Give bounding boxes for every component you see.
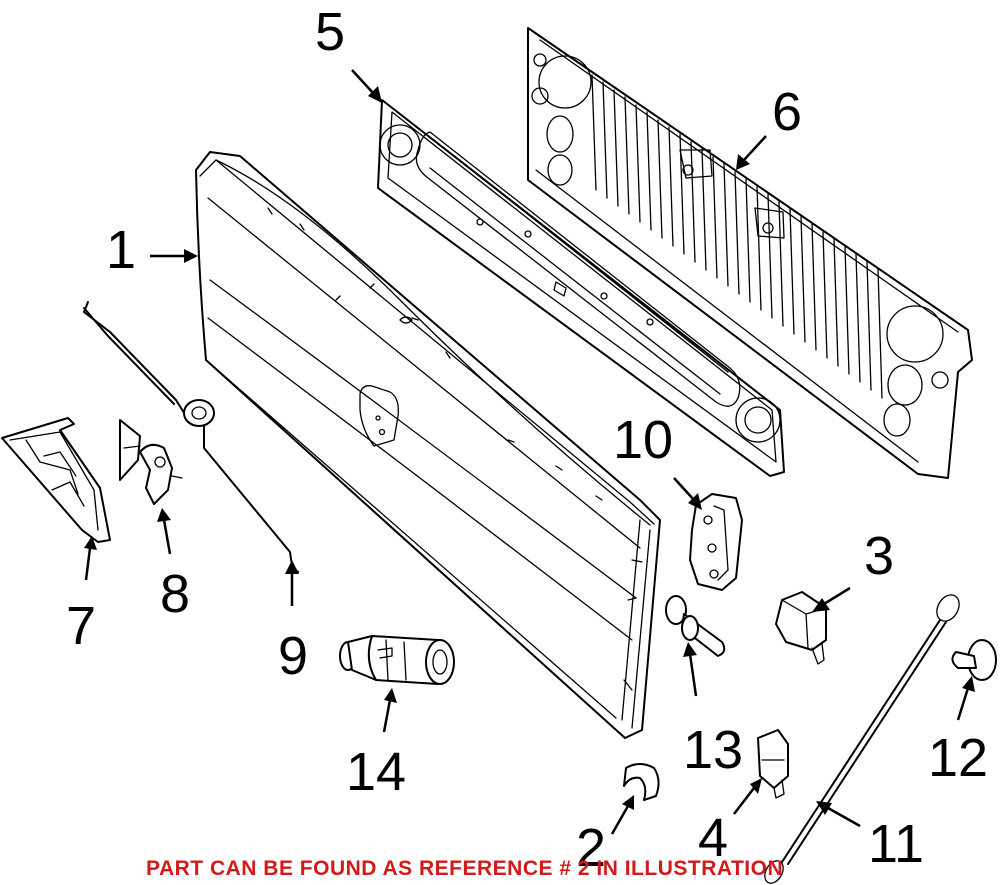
leader-lines — [84, 69, 975, 835]
part-14-lock-cylinder — [339, 635, 455, 685]
part-11-cable — [764, 594, 960, 884]
part-6-inner-panel — [527, 27, 973, 479]
part-2-bushing — [623, 763, 660, 801]
part-7-handle — [1, 417, 111, 543]
part-13-bolt — [665, 595, 726, 657]
callout-5: 5 — [315, 2, 345, 62]
callout-7: 7 — [66, 596, 96, 656]
callout-10: 10 — [613, 410, 673, 470]
callout-3: 3 — [864, 526, 894, 586]
part-10-hinge — [689, 493, 743, 591]
callout-8: 8 — [160, 564, 190, 624]
callout-1: 1 — [106, 220, 136, 280]
part-12-bolt — [951, 639, 997, 681]
callout-6: 6 — [772, 82, 802, 142]
part-8-latch — [119, 419, 183, 505]
part-1-tailgate — [195, 151, 661, 739]
callout-14: 14 — [346, 742, 406, 802]
callout-11: 11 — [868, 814, 924, 874]
callout-9: 9 — [278, 626, 308, 686]
callout-13: 13 — [683, 720, 743, 780]
part-4-clip — [757, 729, 789, 799]
callout-numbers: 1 5 6 10 3 13 12 11 4 2 14 9 8 7 — [66, 2, 988, 878]
callout-4: 4 — [698, 808, 728, 868]
callout-2: 2 — [576, 818, 606, 878]
part-5-trim-panel — [377, 99, 785, 477]
reference-caption: PART CAN BE FOUND AS REFERENCE # 2 IN IL… — [146, 857, 783, 880]
part-3-bumper — [775, 591, 827, 665]
callout-12: 12 — [928, 728, 988, 788]
